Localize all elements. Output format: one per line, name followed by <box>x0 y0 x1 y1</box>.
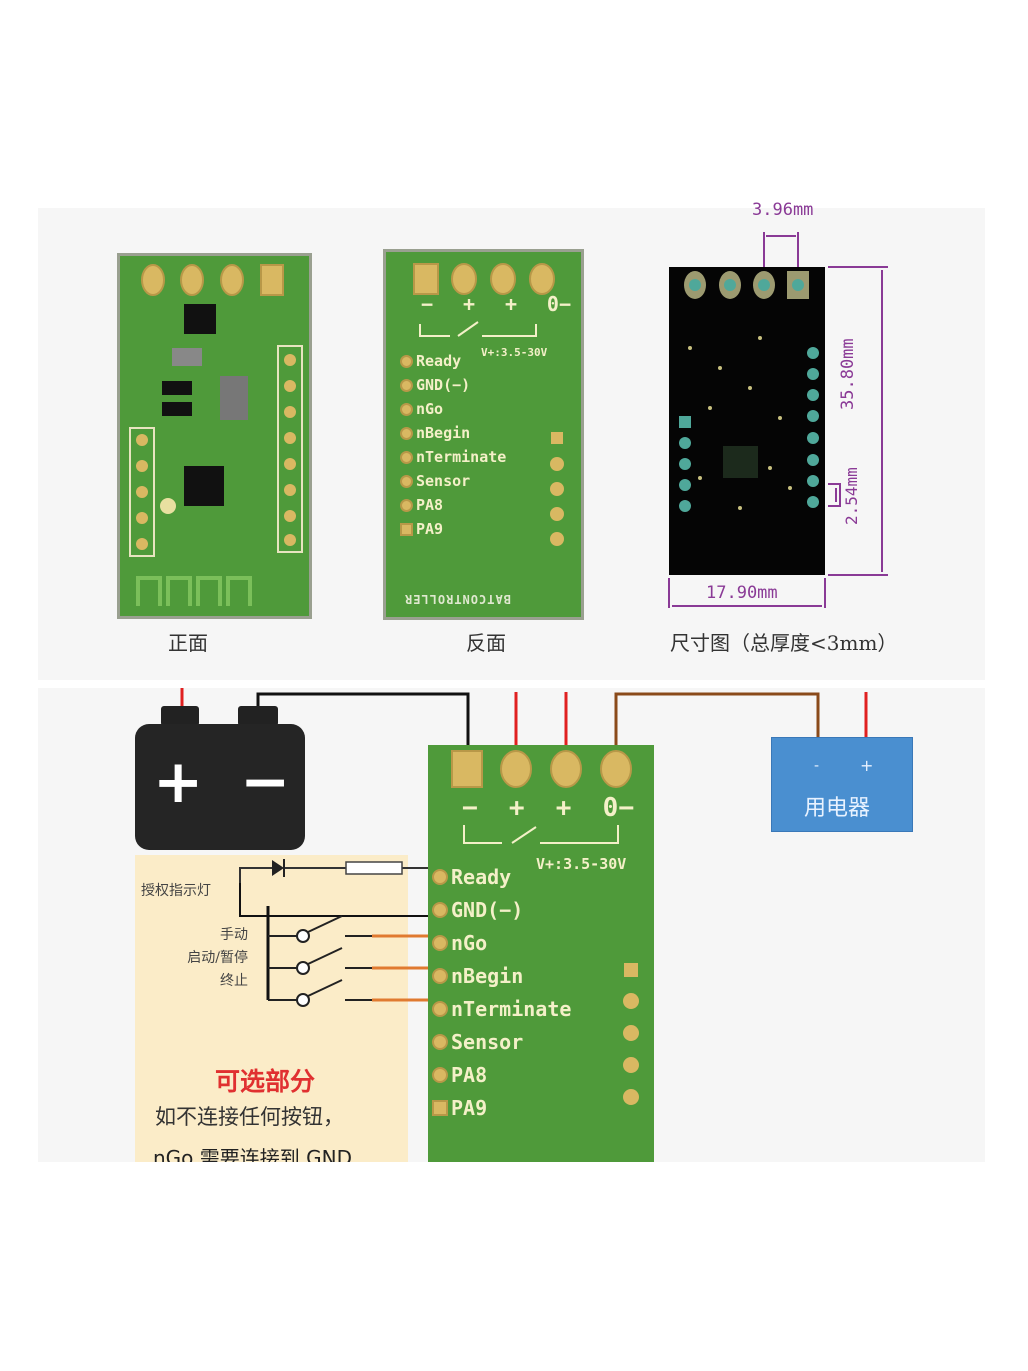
voltage-label: V+:3.5-30V <box>536 855 627 873</box>
back-pin-list: Ready GND(−) nGo nBegin nTerminate Senso… <box>400 352 506 538</box>
wiring-lines <box>180 688 868 1007</box>
front-board-components <box>129 264 303 606</box>
battery-plus-sign: + <box>153 747 204 817</box>
pin-label: PA9 <box>451 1096 488 1120</box>
pin-label: nBegin <box>416 424 471 442</box>
switch-label-start-pause: 启动/暂停 <box>187 950 248 966</box>
pin-pa9: PA9 <box>432 1096 571 1120</box>
pitch-side-dimension: 2.54mm <box>842 467 861 525</box>
wiring-board-pads <box>451 750 639 1105</box>
pin-nterminate: nTerminate <box>432 997 571 1021</box>
pin-nbegin: nBegin <box>400 424 506 442</box>
back-polarity-row: − + +0− <box>421 292 571 316</box>
back-caption: 反面 <box>466 631 506 655</box>
pin-pa8: PA8 <box>432 1063 571 1087</box>
pad-icon <box>400 474 413 488</box>
optional-note-2: nGo 需要连接到 GND <box>153 1146 352 1162</box>
pad-icon <box>400 426 413 440</box>
pin-label: Sensor <box>451 1030 524 1054</box>
load-minus: - <box>814 758 820 774</box>
pin-nterminate: nTerminate <box>400 448 506 466</box>
dimension-caption: 尺寸图（总厚度<3mm） <box>670 631 898 655</box>
pin-ngo: nGo <box>400 400 506 418</box>
pad-icon <box>400 522 413 536</box>
pin-label: nGo <box>416 400 444 418</box>
polarity-plus: + <box>555 793 572 823</box>
pin-label: Ready <box>416 352 462 370</box>
pin-label: Ready <box>451 865 512 889</box>
load-label: 用电器 <box>804 796 871 821</box>
polarity-zero-minus: 0− <box>602 793 634 823</box>
pin-label: Sensor <box>416 472 471 490</box>
pin-label: GND(−) <box>416 376 471 394</box>
pin-gnd: GND(−) <box>432 898 571 922</box>
load-device: - + 用电器 <box>771 737 913 832</box>
pin-sensor: Sensor <box>400 472 506 490</box>
back-board-pads <box>413 263 564 546</box>
dimension-drawing <box>668 232 888 608</box>
pin-nbegin: nBegin <box>432 964 571 988</box>
pad-icon <box>400 378 413 392</box>
battery-minus-sign: − <box>240 747 291 817</box>
wiring-board-image: −++0− V+:3.5-30V Ready GND(−) nGo nBegin… <box>428 745 654 1162</box>
polarity-plus: + <box>462 292 476 316</box>
pin-pa8: PA8 <box>400 496 506 514</box>
voltage-label: V+:3.5-30V <box>481 346 548 359</box>
switch-label-manual: 手动 <box>220 927 248 943</box>
pad-icon <box>432 968 448 984</box>
pin-gnd: GND(−) <box>400 376 506 394</box>
pin-label: nTerminate <box>451 997 572 1021</box>
pitch-top-dimension: 3.96mm <box>752 200 814 220</box>
battery-terminal-negative <box>238 706 278 726</box>
pad-icon <box>432 1067 448 1083</box>
pad-icon <box>400 354 413 368</box>
polarity-zero-minus: 0− <box>546 292 571 316</box>
pin-ready: Ready <box>400 352 506 370</box>
pin-sensor: Sensor <box>432 1030 571 1054</box>
pin-label: nGo <box>451 931 488 955</box>
polarity-plus: + <box>508 793 525 823</box>
front-board-image <box>117 253 312 619</box>
switch-labels: 手动 启动/暂停 终止 <box>160 924 248 993</box>
led-label: 授权指示灯 <box>141 883 211 899</box>
pin-label: PA9 <box>416 520 444 538</box>
back-board-image: − + +0− V+:3.5-30V Ready GND(−) nGo nBegin… <box>383 249 584 620</box>
pin-label: nTerminate <box>416 448 507 466</box>
pin-pa9: PA9 <box>400 520 506 538</box>
battery-icon: + − <box>135 724 305 850</box>
pad-icon <box>400 498 413 512</box>
pin-ngo: nGo <box>432 931 571 955</box>
height-dimension: 35.80mm <box>838 338 858 410</box>
brand-label: BATCONTROLLER <box>404 592 511 606</box>
pin-label: GND(−) <box>451 898 524 922</box>
load-plus: + <box>860 756 874 775</box>
optional-note-1: 如不连接任何按钮， <box>155 1105 344 1129</box>
optional-section <box>135 855 408 1162</box>
pad-icon <box>432 902 448 918</box>
pin-label: PA8 <box>451 1063 488 1087</box>
pin-label: PA8 <box>416 496 444 514</box>
polarity-minus: − <box>462 793 478 823</box>
pad-icon <box>400 450 413 464</box>
pin-label: nBegin <box>451 964 524 988</box>
wiring-polarity-row: −++0− <box>462 793 634 823</box>
pad-icon <box>432 1100 448 1116</box>
polarity-plus: + <box>504 292 517 316</box>
switch-label-terminate: 终止 <box>220 973 248 989</box>
front-caption: 正面 <box>168 631 208 655</box>
pad-icon <box>432 869 448 885</box>
polarity-minus: − <box>421 292 434 316</box>
wiring-pin-list: Ready GND(−) nGo nBegin nTerminate Senso… <box>432 865 571 1120</box>
pad-icon <box>432 1001 448 1017</box>
pin-ready: Ready <box>432 865 571 889</box>
pad-icon <box>432 935 448 951</box>
pad-icon <box>400 402 413 416</box>
width-dimension: 17.90mm <box>706 583 778 603</box>
pad-icon <box>432 1034 448 1050</box>
battery-terminal-positive <box>161 706 199 726</box>
optional-title: 可选部分 <box>215 1067 316 1096</box>
